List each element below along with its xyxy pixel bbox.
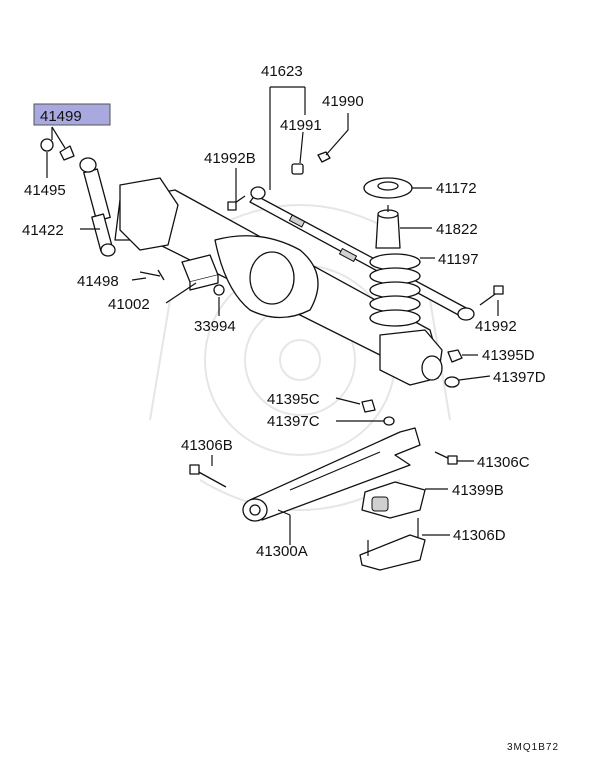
label-41300a: 41300A	[256, 543, 308, 560]
coil-spring	[369, 253, 421, 327]
label-41397d: 41397D	[493, 369, 546, 386]
label-41498: 41498	[77, 273, 119, 290]
label-41397c: 41397C	[267, 413, 320, 430]
label-41992b: 41992B	[204, 150, 256, 167]
bracket-41306d	[359, 518, 426, 571]
bolt-41306c	[434, 451, 458, 465]
label-41623: 41623	[261, 63, 303, 80]
label-41197: 41197	[438, 251, 479, 268]
highlight-41499	[33, 103, 111, 126]
nut-41990	[317, 151, 331, 163]
bolt-41306b	[189, 464, 227, 488]
label-41499: 41499	[40, 108, 82, 125]
washer-41397c	[383, 416, 395, 426]
washer-41397d	[444, 376, 460, 388]
bolt-41992	[479, 285, 504, 306]
bolt-41992b	[227, 195, 246, 211]
spring-seat	[363, 177, 413, 199]
diagram-code: 3MQ1B72	[507, 742, 559, 753]
nut-41395d	[447, 349, 463, 363]
label-41495: 41495	[24, 182, 66, 199]
shock-absorber	[79, 157, 116, 257]
label-41306b: 41306B	[181, 437, 233, 454]
label-41306c: 41306C	[477, 454, 530, 471]
label-41822: 41822	[436, 221, 478, 238]
lower-control-arm	[242, 427, 421, 522]
label-41395c: 41395C	[267, 391, 320, 408]
axle-housing	[114, 177, 443, 386]
label-41002: 41002	[108, 296, 150, 313]
label-33994: 33994	[194, 318, 236, 335]
bushings-41499	[40, 138, 75, 161]
label-41422: 41422	[22, 222, 64, 239]
label-41991: 41991	[280, 117, 322, 134]
label-41395d: 41395D	[482, 347, 535, 364]
label-41172: 41172	[436, 180, 477, 197]
bolt-33994	[213, 284, 225, 296]
bump-stop	[375, 205, 401, 249]
label-41399b: 41399B	[452, 482, 504, 499]
label-41990: 41990	[322, 93, 364, 110]
bush-41991	[291, 163, 304, 175]
label-41306d: 41306D	[453, 527, 506, 544]
bracket-41399b	[361, 481, 426, 519]
bolt-41498	[139, 269, 165, 281]
bracket-41002	[181, 254, 219, 291]
nut-41395c	[361, 399, 376, 413]
leader-lines	[46, 86, 499, 545]
label-41992: 41992	[475, 318, 517, 335]
